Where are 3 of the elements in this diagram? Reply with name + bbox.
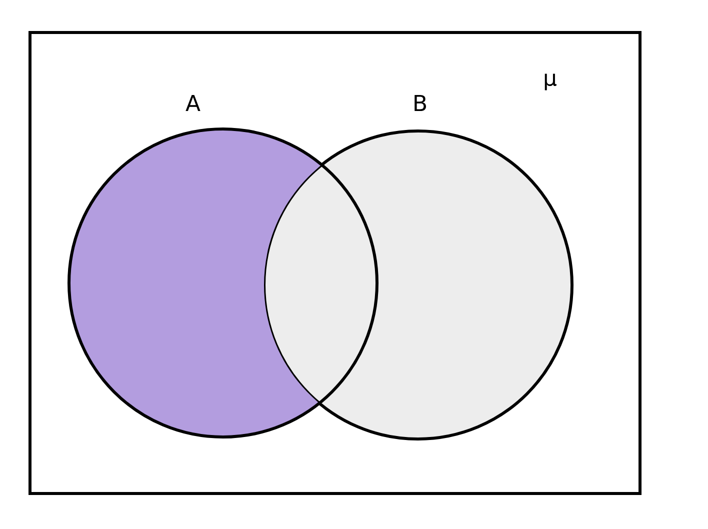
set-label: A bbox=[186, 94, 200, 112]
universe-label: μ bbox=[544, 74, 556, 90]
set-label: B bbox=[414, 94, 426, 112]
